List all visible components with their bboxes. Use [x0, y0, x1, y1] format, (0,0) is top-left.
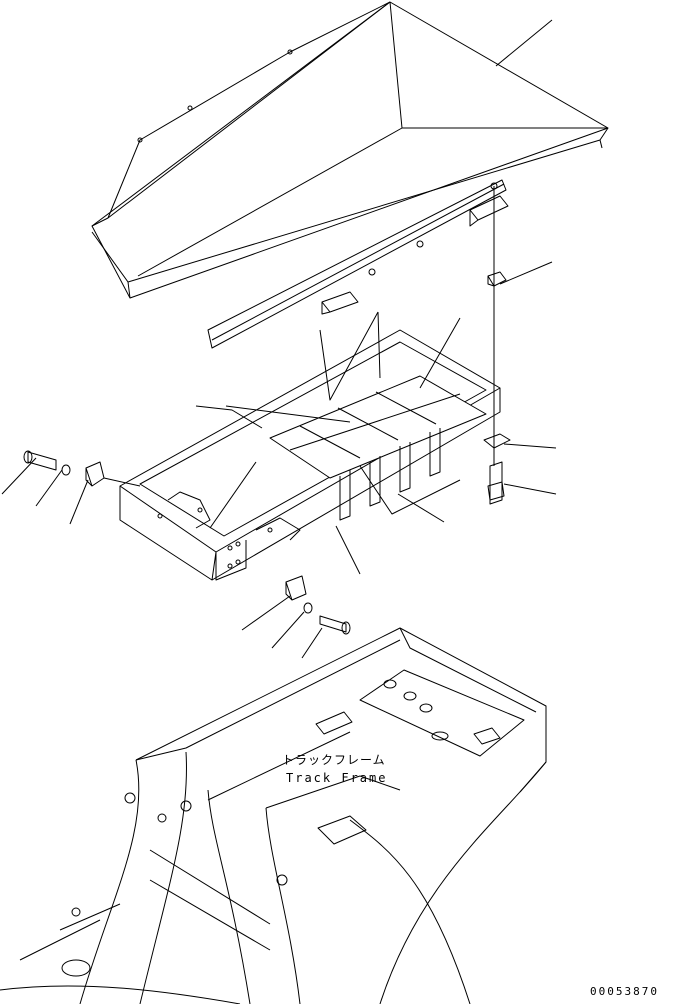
leader-lines [2, 262, 556, 658]
nut-right [488, 272, 506, 286]
assembly-line [104, 478, 140, 486]
bracket-bottom [286, 576, 306, 600]
track-frame-label-jp: トラックフレーム [282, 753, 386, 767]
top-cover [92, 2, 608, 314]
bracket-left [86, 462, 104, 486]
washer-left [62, 465, 70, 475]
track-frame [20, 628, 546, 1004]
bolt-right [488, 462, 504, 504]
track-frame-label-en: Track Frame [286, 771, 388, 785]
cover-rail [208, 180, 506, 348]
drawing-number: 00053870 [590, 985, 659, 998]
bolt-left [24, 451, 56, 470]
bolt-bottom [320, 616, 350, 634]
battery-box [120, 330, 500, 580]
leader-line [496, 20, 552, 66]
washer-bottom [304, 603, 312, 613]
frame-lower-edge [0, 986, 240, 1004]
washer-right [484, 434, 510, 448]
